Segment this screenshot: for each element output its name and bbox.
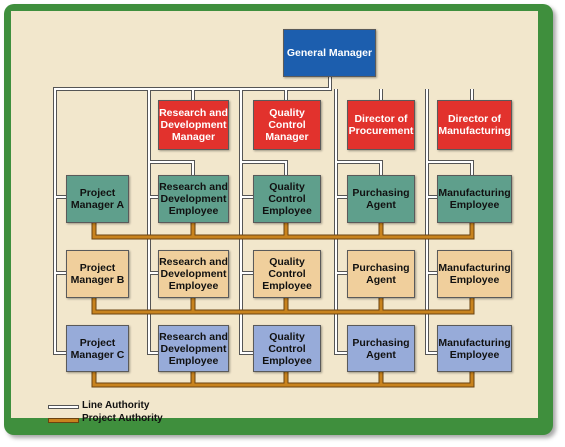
legend-project-authority-label: Project Authority (82, 413, 163, 424)
row1-col5-label: Manufacturing Employee (438, 187, 511, 211)
row3-col5-label: Manufacturing Employee (438, 336, 511, 361)
row3-manufacturing-employee-box: Manufacturing Employee (437, 325, 512, 372)
row1-purchasing-agent-box: Purchasing Agent (347, 175, 415, 223)
row3-col2-label: Research and Development Employee (159, 330, 228, 367)
project-authority-connectors (91, 223, 475, 388)
row1-rd-employee-box: Research and Development Employee (158, 175, 229, 223)
row1-manufacturing-employee-box: Manufacturing Employee (437, 175, 512, 223)
row3-purchasing-agent-box: Purchasing Agent (347, 325, 415, 372)
rd-manager-label: Research and Development Manager (159, 107, 228, 143)
manufacturing-director-box: Director of Manufacturing (437, 100, 512, 150)
general-manager-box: General Manager (283, 29, 376, 77)
legend-line-authority-swatch (48, 405, 79, 409)
row3-col1-label: Project Manager C (70, 336, 125, 361)
row3-col3-label: Quality Control Employee (262, 330, 312, 367)
row3-qc-employee-box: Quality Control Employee (253, 325, 321, 372)
qc-manager-label: Quality Control Manager (265, 107, 309, 143)
procurement-director-label: Director of Procurement (348, 113, 414, 137)
legend-line-authority-label: Line Authority (82, 400, 150, 411)
project-manager-a-box: Project Manager A (66, 175, 129, 223)
row1-col4-label: Purchasing Agent (352, 187, 410, 211)
row2-rd-employee-box: Research and Development Employee (158, 250, 229, 298)
row2-col5-label: Manufacturing Employee (438, 262, 511, 286)
row3-col4-label: Purchasing Agent (352, 336, 410, 361)
manufacturing-director-label: Director of Manufacturing (438, 113, 511, 137)
legend-project-authority-swatch (48, 418, 79, 423)
row1-qc-employee-box: Quality Control Employee (253, 175, 321, 223)
project-manager-c-box: Project Manager C (66, 325, 129, 372)
row2-manufacturing-employee-box: Manufacturing Employee (437, 250, 512, 298)
general-manager-label: General Manager (286, 47, 373, 59)
row2-col1-label: Project Manager B (70, 262, 125, 286)
row3-rd-employee-box: Research and Development Employee (158, 325, 229, 372)
row1-col3-label: Quality Control Employee (262, 181, 312, 217)
row1-col1-label: Project Manager A (70, 187, 125, 211)
row2-col3-label: Quality Control Employee (262, 256, 312, 292)
procurement-director-box: Director of Procurement (347, 100, 415, 150)
row2-qc-employee-box: Quality Control Employee (253, 250, 321, 298)
row2-purchasing-agent-box: Purchasing Agent (347, 250, 415, 298)
row2-col2-label: Research and Development Employee (159, 256, 228, 292)
qc-manager-box: Quality Control Manager (253, 100, 321, 150)
rd-manager-box: Research and Development Manager (158, 100, 229, 150)
row2-col4-label: Purchasing Agent (352, 262, 410, 286)
project-manager-b-box: Project Manager B (66, 250, 129, 298)
row1-col2-label: Research and Development Employee (159, 181, 228, 217)
